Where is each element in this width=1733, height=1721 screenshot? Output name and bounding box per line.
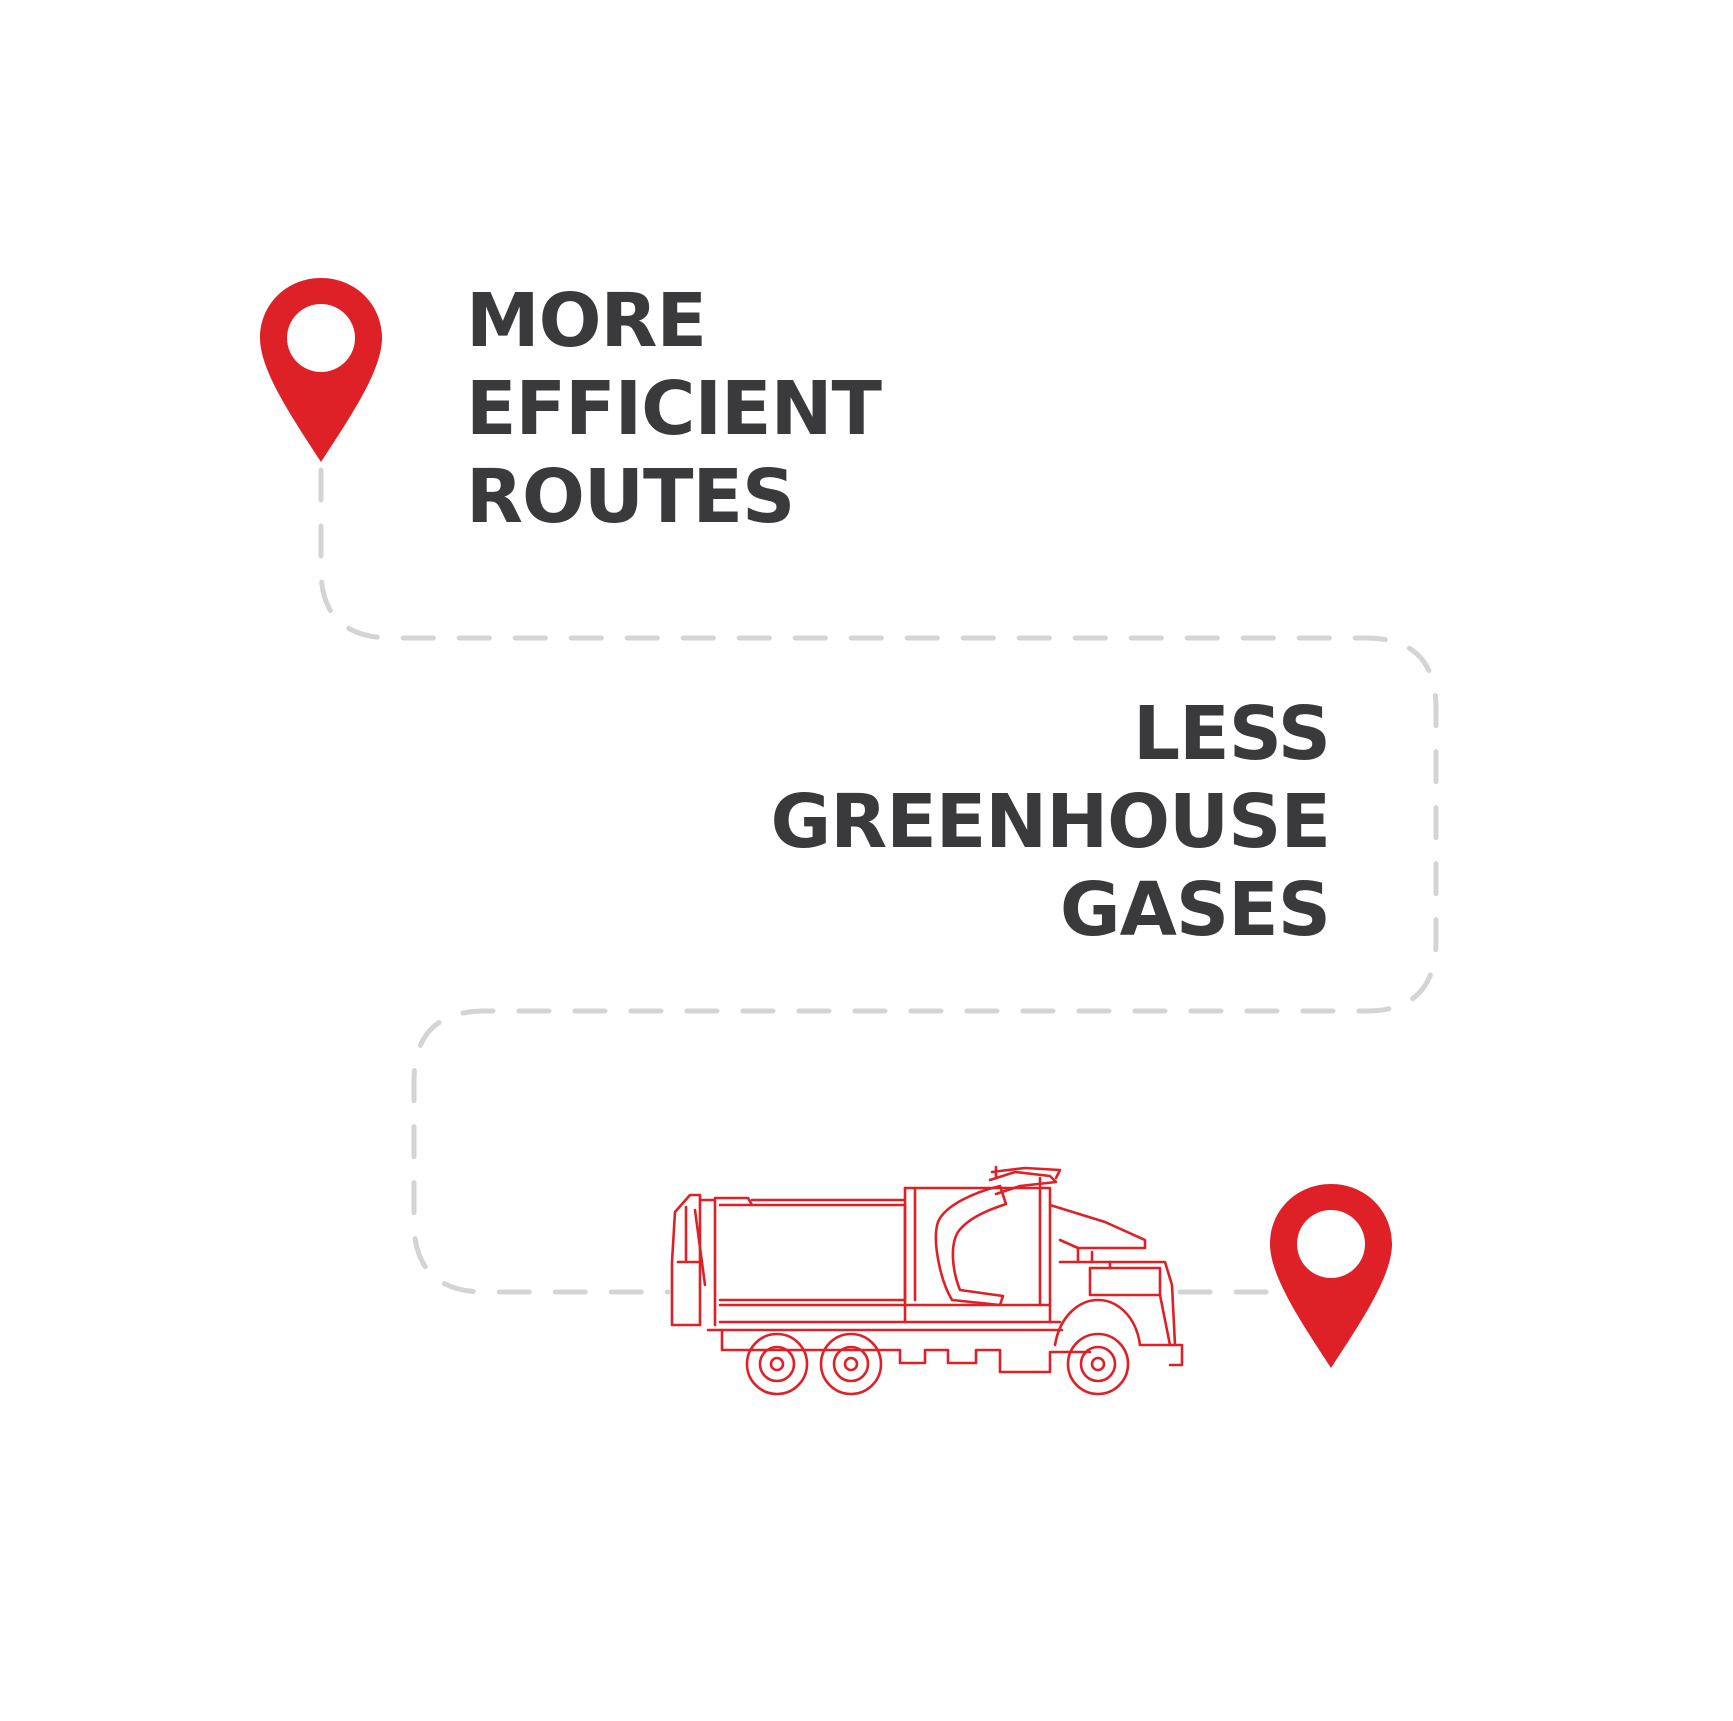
label-line: LESS [1133,691,1331,777]
label-less-greenhouse-gases: LESS GREENHOUSE GASES [770,690,1331,954]
label-line: MORE [466,278,707,364]
map-pin-icon [260,278,382,462]
garbage-truck-icon [670,1165,1184,1396]
label-line: ROUTES [466,454,795,540]
label-line: EFFICIENT [466,366,882,452]
label-line: GREENHOUSE [770,779,1331,865]
label-line: GASES [1059,867,1331,953]
label-more-efficient-routes: MORE EFFICIENT ROUTES [466,277,882,541]
dashed-route-path [318,467,1439,1295]
map-pin-icon [1270,1184,1392,1368]
